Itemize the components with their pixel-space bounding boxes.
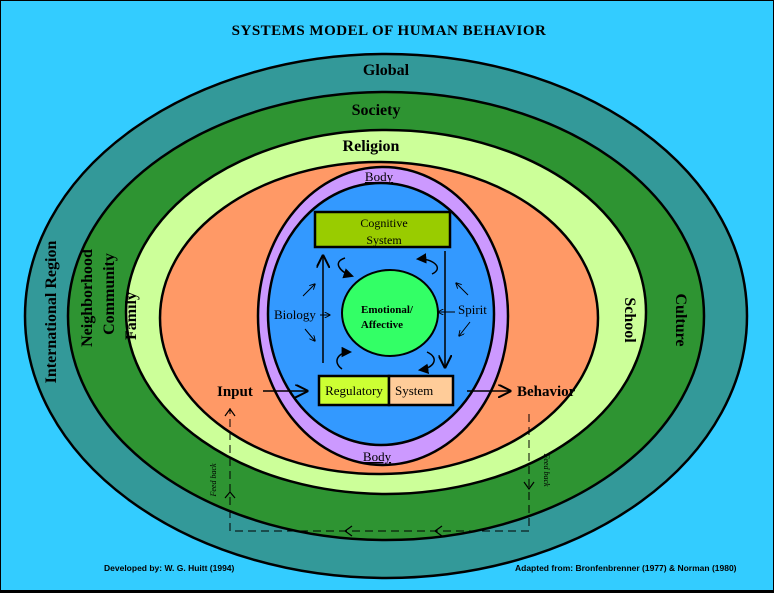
feedback-label-left: Feed back [209, 463, 218, 498]
label-spirit: Spirit [458, 302, 487, 317]
label-biology: Biology [274, 307, 316, 322]
regulatory-box [317, 374, 391, 407]
emotional-line2: Affective [361, 319, 403, 331]
credit-developed: Developed by: W. G. Huitt (1994) [104, 563, 235, 573]
label-community: Community [101, 253, 118, 335]
feedback-arrow-bottom-2 [343, 525, 353, 537]
arrow-biology-down [304, 328, 315, 341]
feedback-arrow-right-down [523, 481, 535, 491]
feedback-arrow-bottom-1 [433, 525, 443, 537]
cognitive-line1: Cognitive [360, 216, 407, 230]
label-school: School [621, 297, 638, 343]
feedback-arrow-input-up [224, 407, 236, 417]
credit-adapted: Adapted from: Bronfenbrenner (1977) & No… [515, 563, 737, 573]
curved-arrow-bottom-right [417, 351, 435, 375]
label-society: Society [352, 102, 401, 119]
cognitive-line2: System [366, 233, 402, 247]
system-box [387, 374, 455, 407]
label-family: Family [123, 292, 140, 340]
label-body-top: Body [365, 169, 394, 184]
label-international-region: International Region [43, 241, 60, 384]
curved-arrow-bottom-left [336, 346, 353, 370]
curved-arrow-top-left [337, 257, 354, 279]
input-label: Input [217, 384, 253, 400]
label-religion: Religion [343, 138, 400, 155]
curved-arrow-top-right [415, 253, 439, 275]
feedback-label-right: Feed back [542, 452, 551, 487]
feedback-loop [229, 408, 530, 532]
diagram-title: SYSTEMS MODEL OF HUMAN BEHAVIOR [232, 23, 547, 39]
arrow-spirit-down [459, 321, 471, 336]
arrow-biology-up [302, 284, 315, 297]
emotional-line1: Emotional/ [361, 304, 414, 316]
label-global: Global [363, 62, 410, 79]
system-label: System [395, 383, 433, 398]
regulatory-label: Regulatory [325, 383, 383, 398]
feedback-arrow-left-up [224, 491, 236, 499]
label-neighborhood: Neighborhood [79, 249, 96, 347]
behavior-label: Behavior [517, 384, 576, 400]
label-body-bottom: Body [363, 449, 392, 464]
label-culture: Culture [672, 293, 689, 346]
cognitive-system-box [313, 210, 452, 249]
arrow-spirit-up [456, 283, 469, 296]
